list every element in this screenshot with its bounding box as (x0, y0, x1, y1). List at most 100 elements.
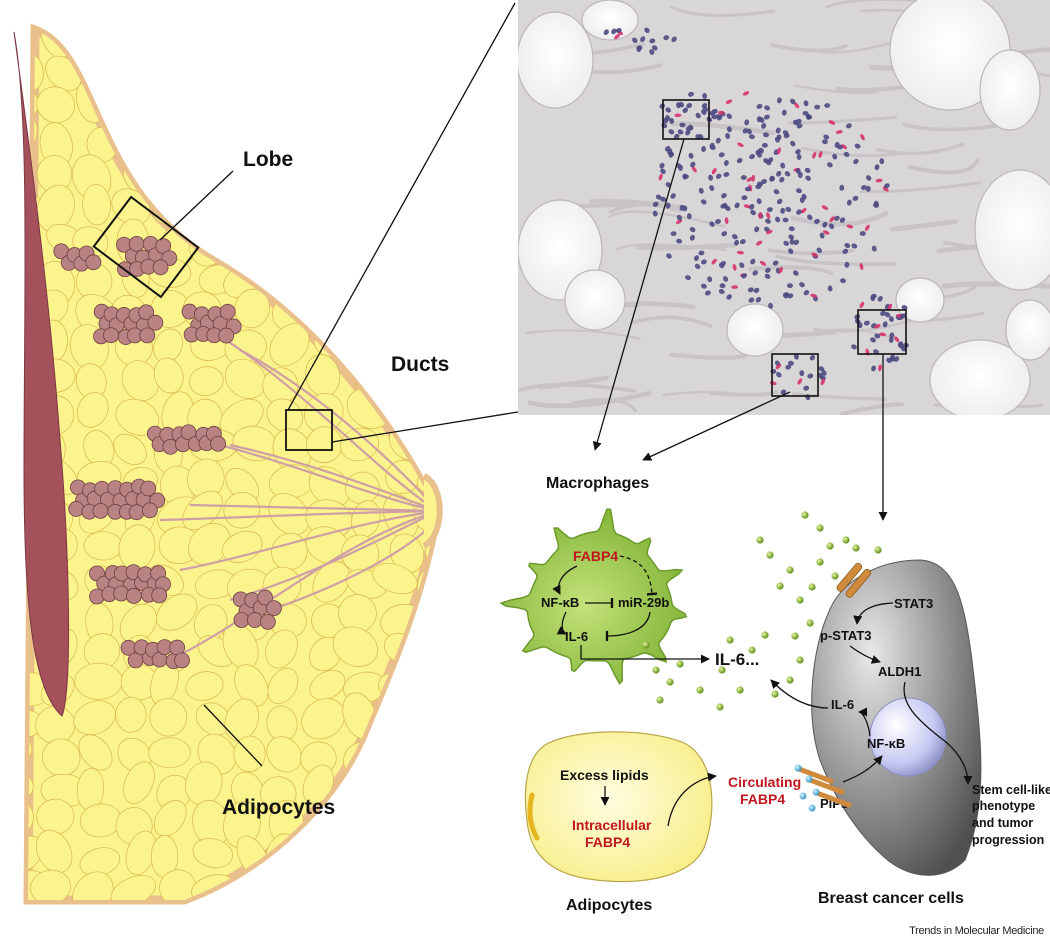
cell-nucleus (725, 133, 731, 139)
lobule-acinus (92, 502, 109, 519)
collagen-fiber (630, 315, 713, 328)
fat-cell (223, 491, 260, 529)
pectoral-muscle (13, 31, 70, 717)
cell-nucleus (756, 151, 762, 158)
collagen-fiber (608, 210, 726, 228)
p-stat3-label: p-STAT3 (820, 628, 872, 643)
aldh1-label: ALDH1 (878, 664, 921, 679)
cell-nucleus (784, 171, 791, 177)
cell-nucleus (685, 275, 691, 281)
fat-cell (74, 662, 123, 700)
fat-cell (36, 86, 75, 124)
cell-nucleus (742, 128, 749, 134)
stained-macrophage (835, 130, 843, 134)
fat-cell (122, 56, 161, 102)
stained-macrophage (840, 144, 848, 150)
cell-nucleus (752, 270, 758, 276)
cell-nucleus (859, 231, 866, 236)
fat-cell (159, 869, 197, 900)
fat-cell (184, 761, 223, 806)
cell-nucleus (851, 344, 857, 350)
cell-nucleus (671, 36, 677, 43)
fat-cell (234, 288, 270, 329)
collagen-fiber (839, 402, 905, 415)
cell-nucleus (709, 110, 716, 116)
lobule-acinus (140, 480, 157, 497)
cell-nucleus (767, 157, 774, 163)
lobule-acinus (233, 612, 250, 628)
stem-cell-outcome: Stem cell-like phenotype and tumor progr… (972, 783, 1050, 847)
cell-nucleus (685, 129, 691, 136)
fat-cell (339, 96, 385, 130)
cell-nucleus (897, 341, 904, 347)
duct-line (179, 509, 437, 572)
lobule-acinus (218, 327, 235, 344)
cell-nucleus (809, 354, 816, 361)
cell-nucleus (853, 158, 859, 165)
pips-ball (812, 788, 820, 796)
cell-nucleus (844, 242, 851, 249)
fat-vacuole (929, 339, 1031, 415)
stained-macrophage (725, 99, 733, 104)
pips-receptor (796, 766, 834, 784)
cell-nucleus (764, 105, 770, 111)
il6-particle (852, 544, 860, 552)
stained-macrophage (846, 224, 854, 229)
stained-macrophage (658, 173, 663, 181)
cell-nucleus (802, 110, 809, 116)
fat-cell (42, 738, 81, 777)
cell-nucleus (807, 214, 813, 220)
lobule-acinus (68, 501, 85, 517)
fat-cell (30, 869, 71, 900)
duct-line (229, 443, 437, 513)
fat-cell (419, 252, 437, 293)
cell-nucleus (795, 149, 801, 155)
fat-cell (337, 125, 379, 157)
cell-nucleus (832, 153, 838, 160)
cell-nucleus (726, 126, 732, 133)
cell-nucleus (788, 360, 794, 366)
fat-cell (153, 800, 187, 837)
collagen-fiber (941, 281, 1050, 289)
cell-nucleus (846, 199, 852, 206)
cell-nucleus (750, 258, 756, 265)
cell-nucleus (852, 195, 859, 201)
adipocyte-cell-icon: Excess lipids Intracellular FABP4 (524, 731, 717, 883)
fat-cell (380, 290, 416, 326)
cell-nucleus (665, 107, 672, 113)
lobe-label: Lobe (243, 148, 293, 171)
stained-macrophage (675, 219, 683, 225)
cell-nucleus (790, 140, 796, 147)
cell-nucleus (689, 234, 695, 241)
cell-nucleus (765, 267, 771, 273)
il6-particle (766, 551, 774, 559)
il6-particle (656, 696, 664, 704)
stained-macrophage (732, 263, 737, 271)
fat-cell (307, 297, 352, 332)
cell-nucleus (709, 221, 715, 227)
fat-cell (421, 158, 437, 193)
fat-cell (351, 325, 388, 362)
fat-cell (417, 398, 437, 440)
cell-nucleus (780, 162, 786, 169)
fat-cell (376, 764, 416, 800)
fat-cell (407, 55, 437, 94)
cell-nucleus (843, 151, 850, 157)
breast-illustration (13, 23, 443, 905)
fat-cell (123, 126, 161, 162)
il6-particle (786, 566, 794, 574)
duct-line (169, 509, 437, 661)
cell-nucleus (793, 353, 799, 360)
duct-line (199, 438, 437, 513)
fat-cell (156, 593, 198, 631)
cell-nucleus (865, 185, 871, 192)
cell-nucleus (686, 213, 692, 220)
cell-nucleus (749, 203, 755, 210)
cell-nucleus (686, 103, 693, 109)
fat-cell (113, 30, 147, 61)
lobule-acinus (219, 303, 236, 320)
cell-nucleus (711, 114, 718, 120)
cell-nucleus (884, 312, 891, 318)
fat-cell (149, 698, 188, 737)
cell-nucleus (822, 139, 828, 145)
